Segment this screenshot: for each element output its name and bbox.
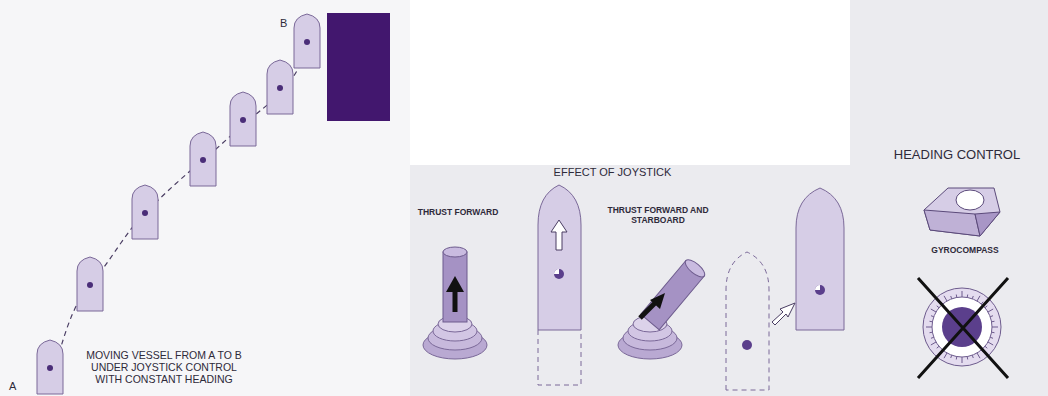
- icon-label: GYROCOMPASS: [915, 246, 1015, 256]
- compass-tick: [977, 296, 980, 301]
- compass-tick: [992, 327, 998, 328]
- vessel-starboard: [726, 188, 844, 390]
- vessel-outline: [230, 92, 256, 146]
- compass-tick: [930, 321, 933, 323]
- joystick-label: THRUST FORWARD AND STARBOARD: [602, 206, 714, 226]
- compass-tick: [937, 346, 939, 348]
- compass-tick: [931, 316, 934, 317]
- compass-tick: [956, 295, 958, 298]
- pivot-dot: [304, 39, 310, 45]
- joystick-forward-starboard: [618, 257, 707, 359]
- compass-tick: [956, 357, 958, 360]
- compass-tick: [962, 291, 963, 297]
- compass-tick: [931, 342, 936, 345]
- vessel-outline: [37, 340, 63, 394]
- compass-tick: [967, 295, 969, 298]
- pivot-dot: [142, 210, 148, 216]
- white-panel: [410, 0, 850, 165]
- vessel-outline: [132, 185, 158, 239]
- pivot-dot: [277, 85, 283, 91]
- pivot-dot: [87, 282, 93, 288]
- compass-tick: [951, 296, 952, 299]
- joystick-forward: [423, 247, 487, 359]
- compass-tick: [992, 332, 995, 334]
- compass-tick: [972, 296, 973, 299]
- compass-tick: [967, 357, 969, 360]
- vessel-outline: [190, 132, 216, 186]
- pivot-dot: [200, 157, 206, 163]
- caption: MOVING VESSEL FROM A TO B UNDER JOYSTICK…: [78, 349, 250, 385]
- section-heading: EFFECT OF JOYSTICK: [545, 166, 680, 179]
- section-heading: HEADING CONTROL: [869, 148, 1045, 163]
- vessel-outline: [267, 60, 293, 114]
- vessel-outline: [294, 14, 320, 68]
- quay: [327, 13, 390, 121]
- compass-tick: [985, 306, 987, 308]
- compass-tick: [937, 306, 939, 308]
- compass-tick: [944, 296, 947, 301]
- left-panel: [0, 0, 410, 396]
- compass-tick: [951, 355, 952, 358]
- compass-tick: [985, 346, 987, 348]
- gyrocompass-icon: [924, 188, 1000, 236]
- vessel-forward: [538, 185, 581, 385]
- compass-tick: [977, 353, 980, 358]
- compass-tick: [988, 309, 993, 312]
- compass-tick: [926, 327, 932, 328]
- vessel-outline: [77, 257, 103, 311]
- compass-tick: [988, 342, 993, 345]
- compass-tick: [930, 332, 933, 334]
- point-label: A: [9, 380, 16, 393]
- compass-tick: [944, 353, 947, 358]
- compass-tick: [990, 316, 993, 317]
- compass-crossed: [918, 278, 1008, 378]
- compass-tick: [931, 309, 936, 312]
- compass-tick: [990, 337, 993, 338]
- compass-tick: [962, 357, 963, 363]
- pivot-dot: [47, 365, 53, 371]
- compass-tick: [931, 337, 934, 338]
- point-label: B: [280, 17, 287, 30]
- compass-tick: [992, 321, 995, 323]
- pivot-dot: [240, 117, 246, 123]
- joystick-label: THRUST FORWARD: [408, 208, 508, 218]
- vessel-track: [37, 14, 320, 394]
- compass-tick: [972, 355, 973, 358]
- track-line: [50, 48, 307, 388]
